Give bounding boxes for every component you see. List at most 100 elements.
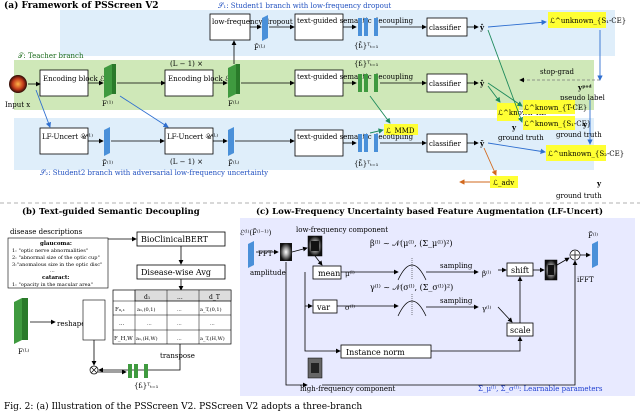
feature-fL: [228, 64, 236, 98]
arrow-amp-lf: [291, 246, 308, 253]
gamma-eq: γ⁽ˡ⁾ ~ 𝒩(σ⁽ˡ⁾, (Σ_σ⁽ˡ⁾)²): [370, 283, 453, 292]
instance-norm-box: [340, 344, 432, 359]
lf-uncert-L: [164, 127, 214, 155]
y-hat-teacher: ŷ: [479, 79, 485, 88]
beta-label: β⁽ˡ⁾: [482, 269, 491, 278]
encoding-block-L-label: Encoding block ℰ⁽ᴸ⁾: [168, 74, 236, 83]
instance-norm-label: Instance norm: [346, 348, 405, 357]
bioclinicalbert-label: BioClinicalBERT: [141, 235, 209, 244]
arrow-yhat-s1known: [487, 29, 523, 123]
arrow-yhat-tknown: [487, 82, 523, 107]
feature-fL-side: [236, 64, 240, 94]
glaucoma-desc-2: 2: "abnormal size of the optic cup": [12, 255, 100, 261]
y-tilde: ỹ: [479, 139, 485, 148]
amplitude-label: amplitude: [250, 269, 286, 277]
stop-grad-label: stop-grad: [540, 68, 574, 76]
hf-component-label: high-frequency component: [300, 385, 396, 393]
panel-c: (c) Low-Frequency Uncertainty based Feat…: [240, 206, 635, 396]
loss-s2-unknown-box: [546, 145, 606, 161]
figure-caption: Fig. 2: (a) Illustration of the PSScreen…: [4, 401, 362, 412]
loss-mmd: ℒ_MMD: [386, 127, 415, 135]
matrix-cell-2-2: ...: [177, 336, 182, 342]
matrix-cell-1-0: ...: [119, 321, 124, 327]
tokens-b: [128, 364, 148, 378]
feature-f1-side: [112, 64, 116, 94]
sigma-label: σ⁽ˡ⁾: [345, 303, 355, 312]
f-label-b: F⁽ᴸ⁾: [18, 347, 30, 356]
lf-component-label: low-frequency component: [296, 226, 388, 234]
matrix-cell-1-1: ...: [147, 321, 152, 327]
arrow-hf-add: [322, 260, 578, 386]
c-input: ℰ⁽ˡ⁾(F̃⁽ˡ⁻¹⁾): [240, 228, 272, 237]
lf-component-inner: [311, 241, 319, 251]
feature-fL-tilde: [228, 127, 234, 156]
reshape-column: [82, 299, 106, 341]
augmented-lf-inner: [548, 265, 554, 275]
lf-uncert-L-label: LF-Uncert 𝒰⁽ᴸ⁾: [167, 132, 218, 141]
cataract-desc-1: 1: "opacity in the macular area": [12, 282, 93, 288]
y-hat-s1: ŷ: [479, 23, 485, 32]
glaucoma-desc-3: 3:"anomalous size in the optic disc": [12, 262, 102, 268]
encoding-block-L: [164, 69, 214, 97]
s2-branch-label: 𝒮₂: Student2 branch with adversarial low…: [40, 169, 268, 177]
ft-label-b: {fₜ}ᵀₜ₌₁: [134, 382, 159, 390]
arrow-lf-instnorm: [304, 306, 341, 354]
matrix-cell-0-1: a₁,(0,1): [137, 306, 155, 313]
ft-teacher-label: {fₜ}ᵀₜ₌₁: [354, 60, 379, 68]
mean-label: mean: [318, 269, 340, 278]
input-label: Input x: [5, 101, 30, 109]
shift-label: shift: [511, 266, 530, 275]
cataract-label: cataract:: [42, 275, 69, 281]
arrow-ytilde-adv: [483, 147, 497, 176]
ifft-label: iFFT: [577, 276, 594, 284]
arrow-gamma-scale: [497, 306, 513, 323]
loss-kl: ℒ^known_KL: [498, 109, 546, 117]
arrow-ytilde-loss-s2: [487, 142, 546, 154]
tgsd-s1-label: text-guided semantic decoupling: [297, 17, 414, 25]
loss-adv: ℒ_adv: [493, 179, 514, 187]
feature-f1-tilde: [104, 127, 110, 156]
arrow-mmd-s2: [369, 128, 384, 134]
matrix-header-2: d_T: [209, 294, 220, 301]
loss-s2-unknown: ℒ^unknown_{S₂-CE}: [548, 150, 624, 158]
var-label: var: [316, 303, 330, 312]
mean-box: [312, 265, 342, 280]
f1-label: F⁽¹⁾: [102, 99, 113, 108]
feature-cube-b: [14, 298, 22, 344]
pseudo-label: pseudo label: [560, 94, 606, 102]
scale-label: scale: [510, 326, 531, 335]
arrow-mmd-t: [369, 95, 391, 124]
matrix-cell-1-3: ...: [210, 321, 215, 327]
ft-s2-label: {f̃ₜ}ᵀₜ₌₁: [354, 159, 379, 168]
times-label-s2: (L − 1) ×: [170, 158, 203, 166]
loss-s1-known-box: [523, 116, 575, 130]
lf-uncert-1: [39, 127, 89, 155]
reshape-label: reshape: [57, 320, 85, 328]
f1-tilde-label: F̃⁽¹⁾: [102, 159, 113, 168]
teacher-branch-label: 𝒯: Teacher branch: [18, 52, 84, 60]
matrix-cell-1-2: ...: [177, 321, 182, 327]
glaucoma-label: glaucoma:: [40, 241, 72, 247]
multiply-sign: [90, 366, 98, 374]
loss-adv-box: [490, 176, 518, 188]
panel-a: (a) Framework of PSScreen V2 𝒮₁: Student…: [4, 0, 626, 200]
s1-branch-label: 𝒮₁: Student1 branch with low-frequency d…: [218, 2, 391, 10]
arrow-enc1-lfu1: [35, 89, 51, 128]
matrix-header-1: ...: [177, 294, 183, 301]
ground-truth-1: ground truth: [556, 131, 602, 139]
arrow-amp-hf: [285, 262, 308, 388]
desc-dots: ...: [50, 268, 55, 274]
attention-matrix: d₁ ... d_T F₀,₁ a₁,(0,1) ... a_T,(0,1) .…: [112, 289, 232, 345]
loss-t-known-box: [523, 100, 575, 114]
panel-a-title: (a) Framework of PSScreen V2: [4, 0, 159, 11]
ground-truth-2: ground truth: [556, 192, 602, 200]
arrow-lf-mean: [314, 255, 323, 266]
disease-avg-label: Disease-wise Avg: [141, 268, 211, 277]
classifier-teacher-label: classifier: [429, 80, 462, 88]
loss-s1-known: ℒ^known_{S₁-CE}: [524, 120, 591, 128]
panel-c-title: (c) Low-Frequency Uncertainty based Feat…: [256, 206, 603, 217]
encoding-block-1-label: Encoding block ℰ⁽¹⁾: [43, 74, 111, 83]
classifier-s2-label: classifier: [429, 140, 462, 148]
disease-descriptions-label: disease descriptions: [10, 228, 83, 236]
